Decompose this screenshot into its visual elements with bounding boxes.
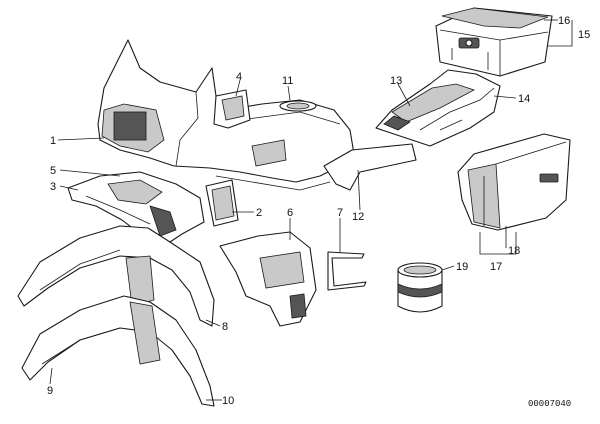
callout-14: 14: [518, 93, 530, 105]
callout-3: 3: [50, 181, 56, 193]
callout-11: 11: [282, 75, 293, 87]
callout-13: 13: [390, 75, 402, 87]
u-bracket: [327, 251, 367, 291]
callout-16: 16: [558, 15, 570, 27]
callout-4: 4: [236, 71, 242, 83]
paint-can: [397, 262, 443, 313]
callout-9: 9: [47, 385, 53, 397]
side-case: [457, 133, 571, 231]
callout-12: 12: [352, 211, 364, 223]
rear-mudguard: [17, 225, 215, 327]
callouts: 1 2 3 4 5 6 7 8 9 10 11 12 13 14 15 16 1…: [47, 15, 590, 407]
callout-17: 17: [490, 261, 502, 273]
drawing-number: 00007040: [528, 399, 571, 409]
tail-section: [375, 69, 501, 147]
callout-10: 10: [222, 395, 234, 407]
top-case: [435, 7, 553, 77]
callout-1: 1: [50, 135, 56, 147]
callout-7: 7: [337, 207, 343, 219]
callout-15: 15: [578, 29, 590, 41]
front-mudguard: [21, 295, 215, 407]
part-2-bracket: [205, 179, 239, 227]
callout-19: 19: [456, 261, 468, 273]
callout-2: 2: [256, 207, 262, 219]
part-4-panel: [213, 89, 251, 129]
leader-lines: [49, 19, 573, 401]
front-fairing: [97, 39, 417, 191]
lower-fairing-bracket: [67, 171, 205, 247]
callout-18: 18: [508, 245, 520, 257]
callout-8: 8: [222, 321, 228, 333]
side-cover: [219, 231, 317, 327]
callout-6: 6: [287, 207, 293, 219]
callout-5: 5: [50, 165, 56, 177]
